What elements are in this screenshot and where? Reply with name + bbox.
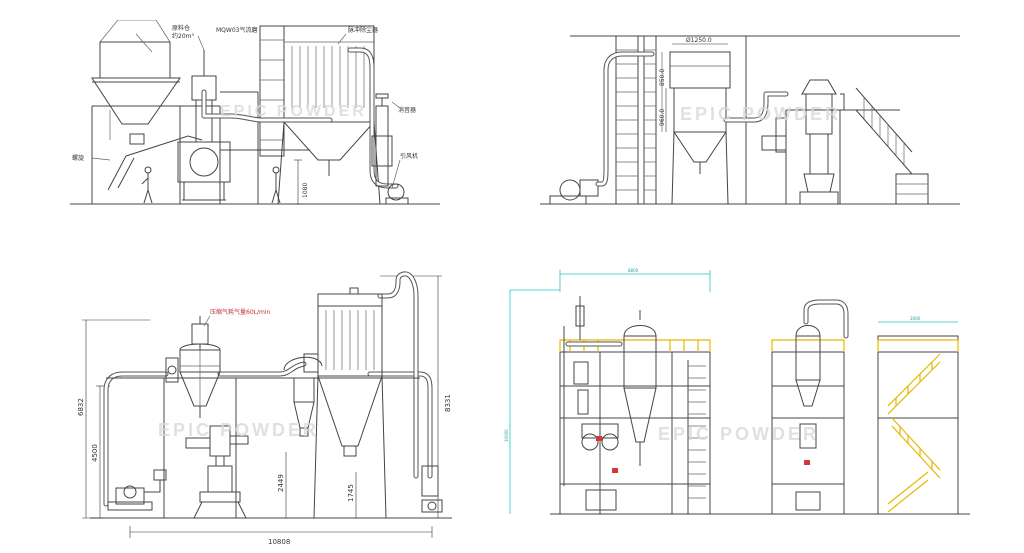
panel-bottom-left: 压缩气耗气量60L/min 6832 4500 2449 1745 8331 1… [60,266,460,548]
dim-low: 960.0 [659,109,666,126]
label-fan: 引风机 [400,152,418,160]
dim-total-width: 10808 [268,538,290,546]
watermark: EPIC POWDER [158,420,319,440]
dim-height: 1080 [302,183,309,198]
dim-mid: 850.0 [659,69,666,86]
worker-figure [141,166,153,204]
dim-height-b: 2449 [277,474,285,492]
watermark: EPIC POWDER [680,104,841,124]
worker-figure [271,166,281,204]
dim-height-c: 1745 [347,484,355,502]
panel-top-right: Ø1250.0 850.0 960.0 EPIC POWDER [540,24,960,214]
bottom-right-drawing: 8800 3000 10000 EPIC POWDER [504,268,970,515]
dim-total-height: 6832 [77,398,85,416]
label-mill: MQW03气流磨 [216,26,257,34]
dim-height-d: 8331 [444,394,452,412]
bottom-left-drawing: 压缩气耗气量60L/min 6832 4500 2449 1745 8331 1… [77,271,452,546]
dim-height-a: 4500 [91,444,99,462]
watermark: EPIC POWDER [220,103,367,120]
label-raw-silo-volume: 约20m³ [172,32,194,40]
top-left-drawing: 原料仓 约20m³ MQW03气流磨 脉冲除尘器 消音器 引风机 螺旋 1080… [70,19,440,205]
top-right-drawing: Ø1250.0 850.0 960.0 EPIC POWDER [540,35,960,205]
watermark: EPIC POWDER [658,424,819,444]
dim-width: Ø1250.0 [686,37,712,44]
dim-top: 8800 [628,268,639,273]
panel-bottom-right: 8800 3000 10000 EPIC POWDER [500,266,980,548]
panel-top-left: 原料仓 约20m³ MQW03气流磨 脉冲除尘器 消音器 引风机 螺旋 1080… [70,19,440,210]
label-muffler: 消音器 [398,106,416,114]
dim-right-top: 3000 [910,316,921,321]
dim-left: 10000 [504,429,509,442]
label-bag-filter: 脉冲除尘器 [348,26,378,34]
label-feeder: 螺旋 [72,154,84,162]
label-raw-silo: 原料仓 [172,24,190,32]
label-air: 压缩气耗气量60L/min [210,308,271,316]
